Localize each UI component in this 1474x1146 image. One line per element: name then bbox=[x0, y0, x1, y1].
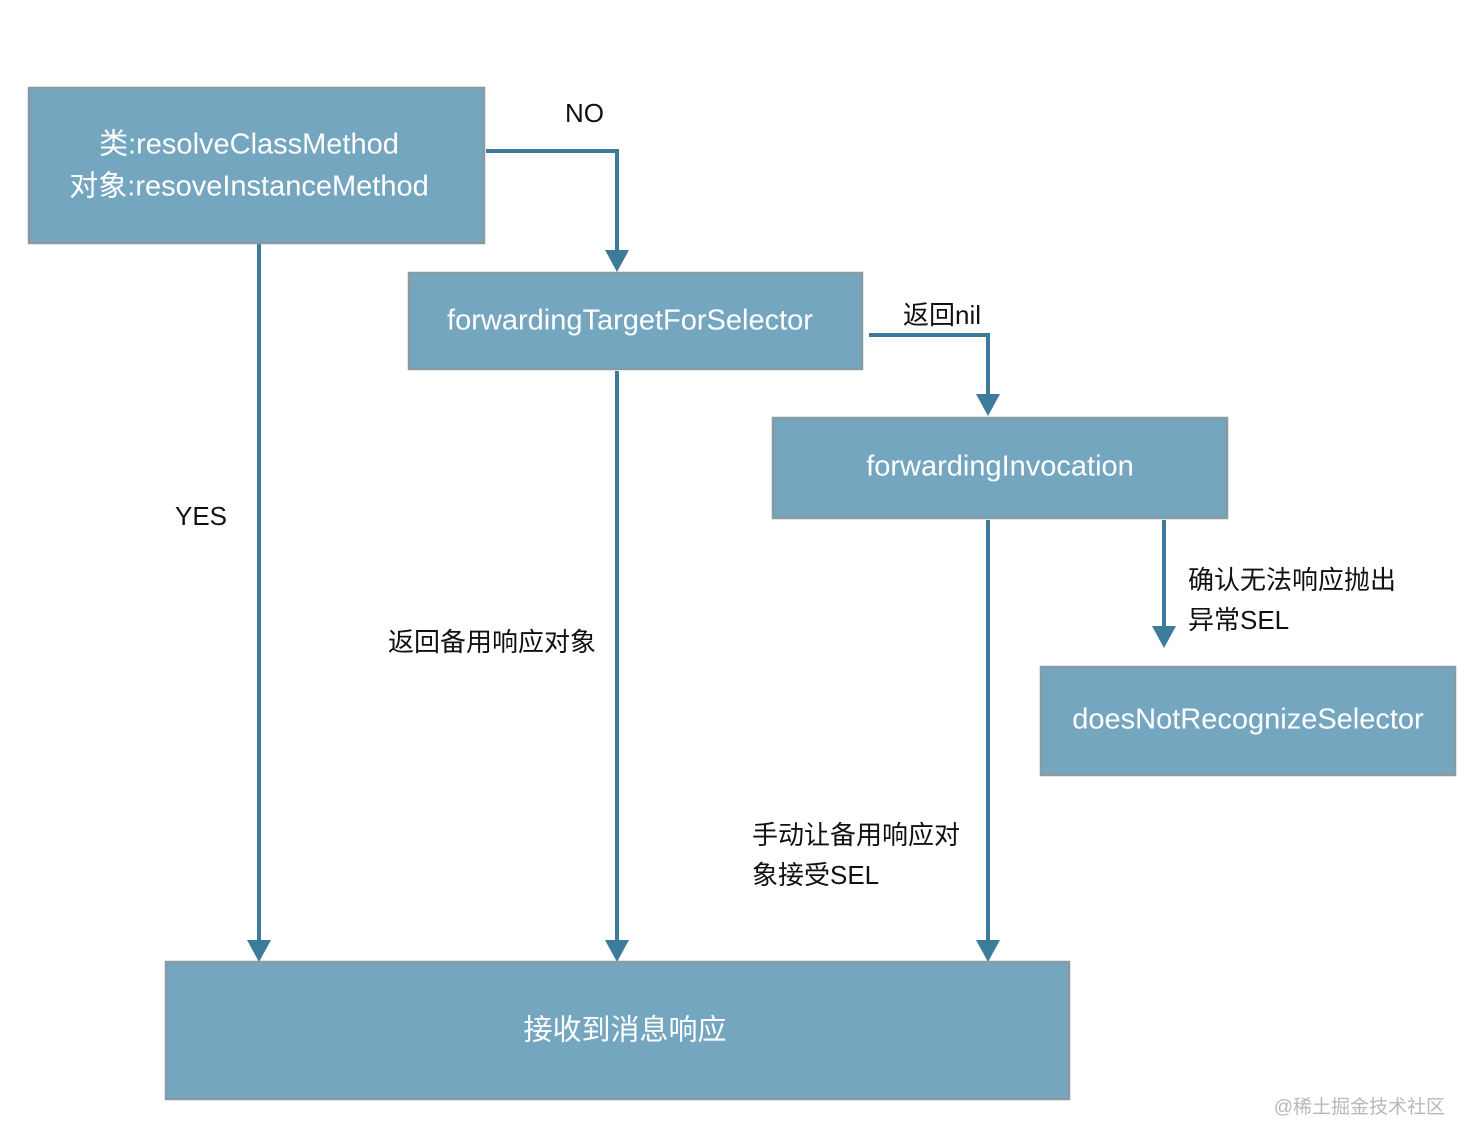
edge-return-nil-label: 返回nil bbox=[903, 300, 981, 330]
node-resolve-method: 类:resolveClassMethod 对象:resoveInstanceMe… bbox=[27, 86, 486, 245]
edge-return-backup-arrowhead bbox=[605, 940, 629, 962]
edge-yes bbox=[247, 244, 271, 962]
node-forwarding-target-box bbox=[407, 271, 864, 371]
edge-manual bbox=[976, 520, 1000, 962]
edge-return-nil-arrowhead bbox=[976, 394, 1000, 416]
edge-cannot-respond-label-line2: 异常SEL bbox=[1188, 605, 1289, 635]
node-forwarding-target-label: forwardingTargetForSelector bbox=[447, 305, 813, 337]
node-resolve-method-line2: 对象:resoveInstanceMethod bbox=[69, 170, 428, 203]
node-forwarding-invocation-box bbox=[771, 416, 1229, 520]
edge-cannot-respond-label-line1: 确认无法响应抛出 bbox=[1188, 565, 1396, 595]
edge-yes-label: YES bbox=[175, 501, 227, 531]
edge-return-backup-label: 返回备用响应对象 bbox=[388, 627, 596, 657]
edge-cannot-respond bbox=[1152, 520, 1176, 648]
node-forwarding-target: forwardingTargetForSelector bbox=[407, 271, 864, 371]
edge-cannot-respond-arrowhead bbox=[1152, 626, 1176, 648]
edge-return-backup bbox=[605, 371, 629, 962]
edge-no-line bbox=[486, 149, 619, 252]
node-does-not-recognize: doesNotRecognizeSelector bbox=[1039, 665, 1457, 777]
edge-yes-arrowhead bbox=[247, 940, 271, 962]
edge-manual-arrowhead bbox=[976, 940, 1000, 962]
node-receive-response-box bbox=[164, 960, 1071, 1101]
node-resolve-method-box bbox=[27, 86, 486, 245]
node-forwarding-invocation-label: forwardingInvocation bbox=[866, 451, 1134, 483]
node-receive-response-label: 接收到消息响应 bbox=[523, 1014, 726, 1047]
edge-manual-label-line1: 手动让备用响应对 bbox=[752, 820, 960, 850]
node-receive-response: 接收到消息响应 bbox=[164, 960, 1071, 1101]
node-resolve-method-line1: 类:resolveClassMethod bbox=[99, 128, 399, 161]
node-forwarding-invocation: forwardingInvocation bbox=[771, 416, 1229, 520]
edge-no bbox=[486, 149, 629, 272]
edge-return-nil bbox=[869, 333, 1000, 416]
edge-no-label: NO bbox=[565, 98, 604, 128]
edge-return-nil-line bbox=[869, 333, 990, 396]
node-does-not-recognize-box bbox=[1039, 665, 1457, 777]
edge-manual-label-line2: 象接受SEL bbox=[752, 860, 879, 890]
watermark: @稀土掘金技术社区 bbox=[1274, 1096, 1445, 1118]
node-does-not-recognize-label: doesNotRecognizeSelector bbox=[1072, 704, 1424, 736]
edge-no-arrowhead bbox=[605, 250, 629, 272]
